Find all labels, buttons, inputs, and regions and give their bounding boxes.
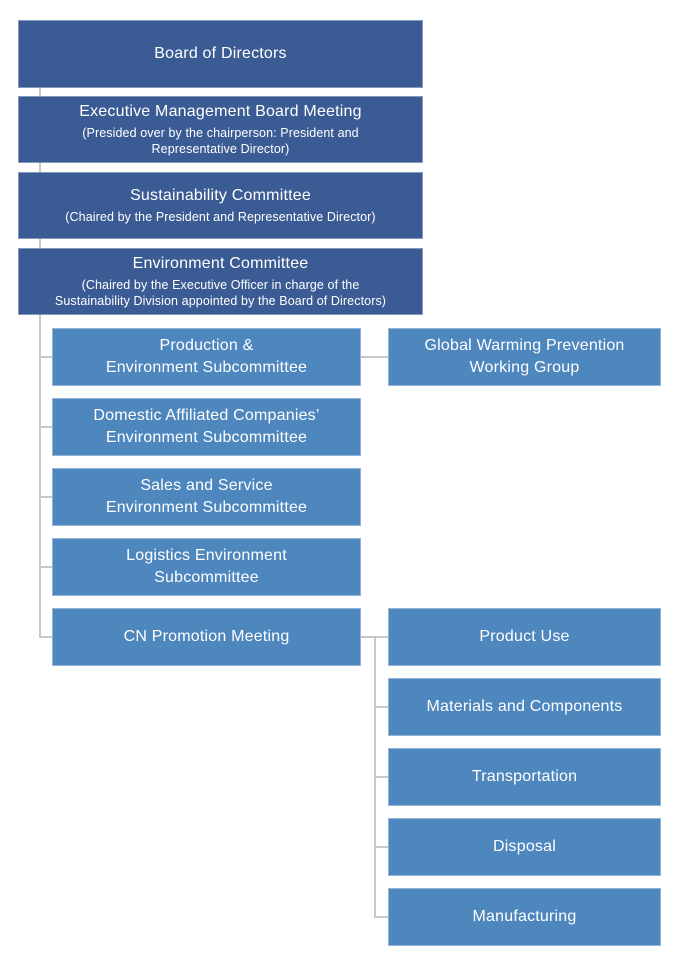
node-domestic-affiliated-companies-environment-subcommittee: Domestic Affiliated Companies’ Environme… — [52, 398, 361, 456]
connector-right-stub-3 — [374, 846, 388, 848]
connector-left-stub-1 — [39, 356, 52, 358]
node-label: Logistics Environment Subcommittee — [126, 547, 287, 586]
node-sales-and-service-environment-subcommittee: Sales and Service Environment Subcommitt… — [52, 468, 361, 526]
node-board-of-directors: Board of Directors — [18, 20, 423, 88]
node-label: Product Use — [479, 628, 570, 646]
node-materials-and-components: Materials and Components — [388, 678, 661, 736]
connector-left-spine — [39, 54, 41, 638]
node-label: Materials and Components — [426, 698, 623, 716]
node-manufacturing: Manufacturing — [388, 888, 661, 946]
node-title: Executive Management Board Meeting — [79, 102, 362, 120]
node-title: Sustainability Committee — [130, 186, 311, 204]
node-label: Manufacturing — [472, 908, 577, 926]
connector-right-stub-2 — [374, 776, 388, 778]
node-label: Global Warming Prevention Working Group — [424, 337, 625, 376]
connector-left-stub-3 — [39, 496, 52, 498]
connector-production-to-working-group — [361, 356, 388, 358]
node-cn-promotion-meeting: CN Promotion Meeting — [52, 608, 361, 666]
node-title: Board of Directors — [154, 44, 287, 62]
node-global-warming-prevention-working-group: Global Warming Prevention Working Group — [388, 328, 661, 386]
node-label: CN Promotion Meeting — [123, 628, 290, 646]
connector-left-stub-2 — [39, 426, 52, 428]
node-title: Environment Committee — [132, 254, 309, 272]
node-label: Transportation — [471, 768, 578, 786]
node-label: Production & Environment Subcommittee — [105, 337, 308, 376]
node-environment-committee: Environment Committee (Chaired by the Ex… — [18, 248, 423, 315]
node-transportation: Transportation — [388, 748, 661, 806]
node-product-use: Product Use — [388, 608, 661, 666]
node-label: Disposal — [493, 838, 556, 856]
connector-left-stub-4 — [39, 566, 52, 568]
node-production-environment-subcommittee: Production & Environment Subcommittee — [52, 328, 361, 386]
node-logistics-environment-subcommittee: Logistics Environment Subcommittee — [52, 538, 361, 596]
node-subtitle: (Chaired by the Executive Officer in cha… — [54, 277, 387, 308]
node-executive-management-board-meeting: Executive Management Board Meeting (Pres… — [18, 96, 423, 163]
node-disposal: Disposal — [388, 818, 661, 876]
node-subtitle: (Presided over by the chairperson: Presi… — [82, 125, 359, 156]
node-sustainability-committee: Sustainability Committee (Chaired by the… — [18, 172, 423, 239]
connector-left-elbow — [39, 636, 52, 638]
node-label: Sales and Service Environment Subcommitt… — [105, 477, 308, 516]
connector-right-stub-1 — [374, 706, 388, 708]
node-subtitle: (Chaired by the President and Representa… — [65, 209, 376, 224]
node-label: Domestic Affiliated Companies’ Environme… — [93, 407, 320, 446]
connector-right-stub-4 — [374, 916, 388, 918]
